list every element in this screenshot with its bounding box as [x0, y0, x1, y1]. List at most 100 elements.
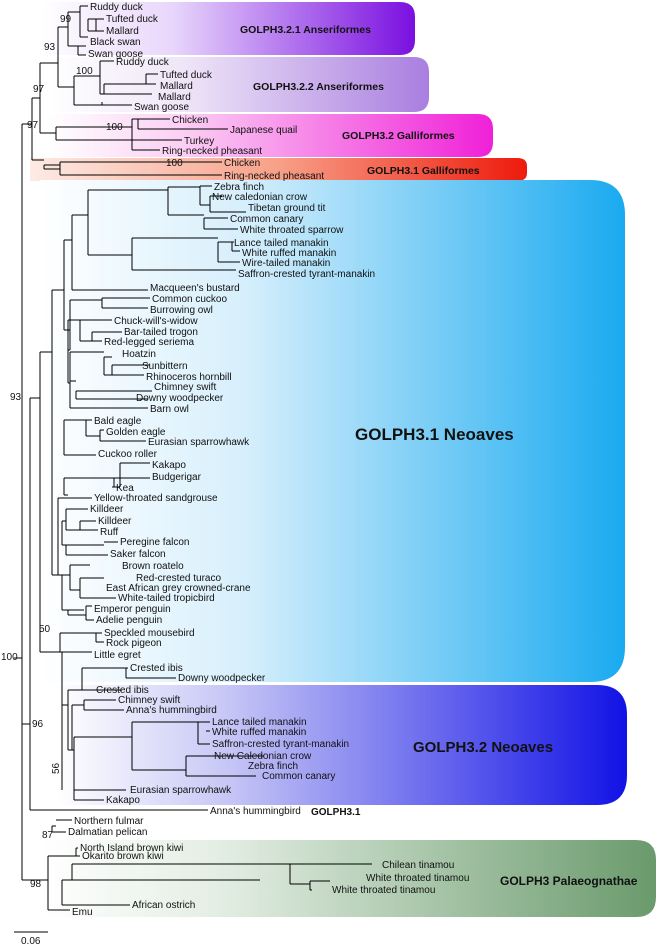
- leaf-label: Zebra finch: [214, 182, 264, 193]
- leaf-label: Anna's hummingbird: [126, 705, 217, 716]
- leaf-label: New caledonian crow: [212, 192, 308, 203]
- leaf-label: Mallard: [106, 26, 139, 37]
- leaf-label: Kakapo: [106, 795, 140, 806]
- clade-label-anseriformes-1: GOLPH3.2.1 Anseriformes: [240, 24, 371, 36]
- bootstrap-value: 93: [10, 392, 22, 403]
- leaf-label: Peregine falcon: [120, 537, 190, 548]
- leaf-label: Red-crested turaco: [136, 573, 221, 584]
- leaf-label: New Caledonian crow: [214, 751, 312, 762]
- tree-branches: [14, 5, 372, 911]
- leaf-label: Ring-necked pheasant: [224, 171, 324, 182]
- clade-backgrounds: [30, 2, 656, 917]
- leaf-label: White throated sparrow: [240, 225, 344, 236]
- leaf-label: Tufted duck: [106, 14, 159, 25]
- leaf-label: Chimney swift: [118, 695, 180, 706]
- bootstrap-value: 96: [32, 719, 44, 730]
- leaf-label: Ruddy duck: [90, 2, 144, 13]
- leaf-label: Bar-tailed trogon: [124, 327, 198, 338]
- leaf-label: East African grey crowned-crane: [106, 583, 251, 594]
- bootstrap-value: 87: [42, 830, 54, 841]
- leaf-label: Yellow-throated sandgrouse: [94, 493, 218, 504]
- leaf-label: Hoatzin: [122, 349, 156, 360]
- leaf-label: Red-legged seriema: [104, 337, 194, 348]
- clade-label-neoaves-1: GOLPH3.1 Neoaves: [355, 425, 514, 444]
- leaf-label: Rock pigeon: [106, 638, 162, 649]
- leaf-label: Downy woodpecker: [178, 673, 266, 684]
- leaf-label: Zebra finch: [248, 761, 298, 772]
- leaf-label: Common canary: [230, 214, 303, 225]
- leaf-label: White-tailed tropicbird: [118, 593, 215, 604]
- bootstrap-value: 100: [166, 158, 183, 169]
- leaf-label: Budgerigar: [152, 472, 202, 483]
- bootstrap-value: 97: [33, 84, 45, 95]
- leaf-label: Crested ibis: [96, 685, 149, 696]
- clade-box-neoaves-1: [40, 180, 625, 682]
- leaf-label: Common cuckoo: [152, 294, 227, 305]
- clade-box-anseriformes-1: [42, 2, 415, 55]
- leaf-label: Killdeer: [98, 516, 132, 527]
- clade-label-golph31: GOLPH3.1: [311, 807, 361, 818]
- bootstrap-value: 99: [60, 14, 72, 25]
- leaf-label: Barn owl: [150, 404, 189, 415]
- leaf-label: Common canary: [262, 771, 335, 782]
- leaf-label: Kakapo: [152, 460, 186, 471]
- scale-label: 0.06: [21, 936, 41, 945]
- clade-box-palaeognathae: [42, 840, 656, 917]
- leaf-label: Burrowing owl: [150, 305, 213, 316]
- bootstrap-value: 50: [39, 624, 51, 635]
- leaf-label: Ring-necked pheasant: [162, 146, 262, 157]
- leaf-label: White throated tinamou: [332, 885, 435, 896]
- leaf-label: Chicken: [172, 115, 208, 126]
- leaf-label: Saffron-crested tyrant-manakin: [212, 739, 349, 750]
- bootstrap-value: 98: [30, 879, 42, 890]
- leaf-label: North Island brown kiwi: [80, 843, 183, 854]
- leaf-label: White ruffed manakin: [242, 248, 336, 259]
- leaf-label: Mallard: [158, 92, 191, 103]
- leaf-labels: Ruddy duck Tufted duck Mallard Black swa…: [68, 2, 469, 918]
- leaf-label: African ostrich: [132, 900, 195, 911]
- leaf-label: White ruffed manakin: [212, 727, 306, 738]
- clade-labels: GOLPH3.2.1 Anseriformes GOLPH3.2.2 Anser…: [240, 24, 638, 888]
- leaf-label: Macqueen's bustard: [150, 283, 240, 294]
- leaf-label: Brown roatelo: [122, 561, 184, 572]
- leaf-label: Lance tailed manakin: [234, 238, 329, 249]
- leaf-label: Tibetan ground tit: [248, 203, 326, 214]
- leaf-label: Black swan: [90, 37, 141, 48]
- leaf-label: Lance tailed manakin: [212, 717, 307, 728]
- leaf-label: Tufted duck: [160, 70, 213, 81]
- bootstrap-values: 99 93 100 97 97 100 100 93 50 100 96 56 …: [1, 14, 183, 890]
- clade-box-neoaves-2: [58, 685, 627, 805]
- leaf-label: Wire-tailed manakin: [242, 258, 330, 269]
- leaf-label: Cuckoo roller: [98, 449, 158, 460]
- leaf-label: Swan goose: [88, 49, 143, 60]
- clade-box-galliformes-2: [48, 114, 493, 157]
- scale-bar: 0.06: [14, 931, 48, 945]
- leaf-label: Saker falcon: [110, 549, 166, 560]
- bootstrap-value: 56: [51, 762, 62, 774]
- leaf-label: Downy woodpecker: [136, 393, 224, 404]
- bootstrap-value: 100: [106, 122, 123, 133]
- clade-label-galliformes-1: GOLPH3.1 Galliformes: [367, 165, 480, 177]
- leaf-label: Chimney swift: [154, 382, 216, 393]
- leaf-label: Japanese quail: [230, 125, 297, 136]
- clade-label-galliformes-2: GOLPH3.2 Galliformes: [342, 130, 455, 142]
- leaf-label: Chuck-will's-widow: [114, 316, 198, 327]
- leaf-label: Kea: [116, 483, 134, 494]
- leaf-label: Dalmatian pelican: [68, 827, 148, 838]
- leaf-label: Chicken: [224, 158, 260, 169]
- leaf-label: Anna's hummingbird: [210, 806, 301, 817]
- leaf-label: Killdeer: [90, 504, 124, 515]
- leaf-label: White throated tinamou: [366, 873, 469, 884]
- leaf-label: Crested ibis: [130, 663, 183, 674]
- leaf-label: Okarito brown kiwi: [82, 851, 164, 862]
- clade-label-neoaves-2: GOLPH3.2 Neoaves: [413, 739, 553, 756]
- clade-box-anseriformes-2: [50, 57, 429, 112]
- leaf-label: Swan goose: [134, 102, 189, 113]
- leaf-label: Emperor penguin: [94, 604, 171, 615]
- clade-label-palaeognathae: GOLPH3 Palaeognathae: [500, 874, 638, 888]
- leaf-label: Eurasian sparrowhawk: [130, 785, 232, 796]
- leaf-label: Northern fulmar: [74, 816, 144, 827]
- leaf-label: Mallard: [160, 81, 193, 92]
- leaf-label: Golden eagle: [106, 427, 166, 438]
